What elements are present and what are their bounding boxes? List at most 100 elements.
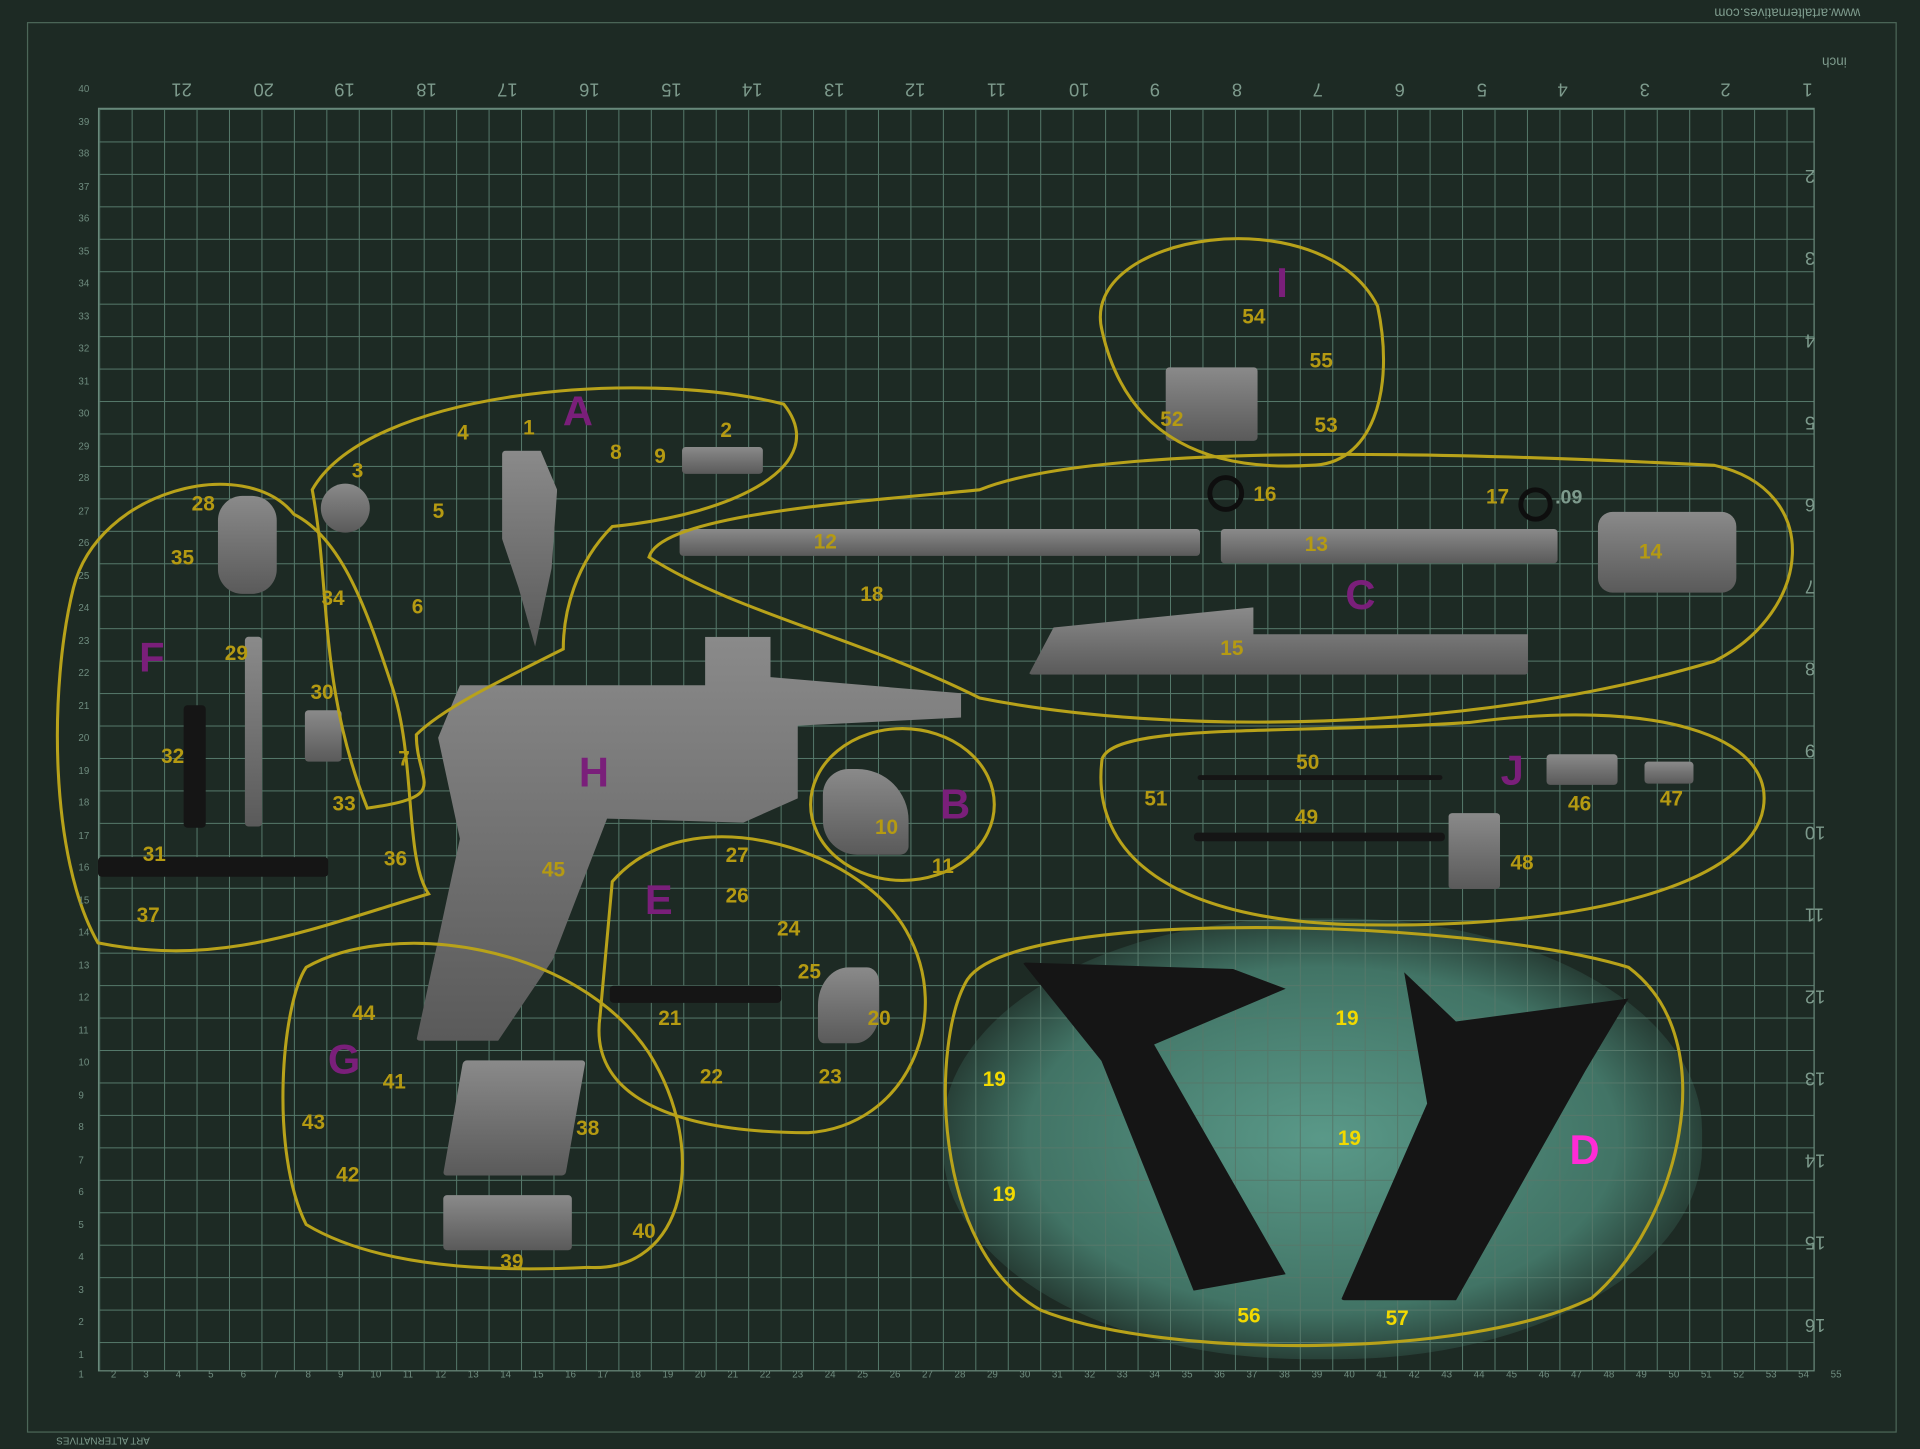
part-label-54: 54 bbox=[1242, 304, 1266, 329]
ruler-bottom-cm-17: 17 bbox=[597, 1368, 609, 1381]
outline-a bbox=[310, 386, 799, 810]
ruler-right-inch-5: 5 bbox=[1804, 411, 1816, 433]
outline-j bbox=[1099, 713, 1766, 927]
ruler-right-inch-11: 11 bbox=[1804, 903, 1824, 925]
ruler-top-inch-8: 8 bbox=[1231, 78, 1242, 100]
ruler-bottom-cm-19: 19 bbox=[662, 1368, 674, 1381]
ruler-top-inch-14: 14 bbox=[742, 78, 763, 100]
ruler-bottom-cm-42: 42 bbox=[1408, 1368, 1420, 1381]
ruler-left-cm-18: 18 bbox=[78, 797, 90, 809]
ruler-bottom-cm-44: 44 bbox=[1473, 1368, 1485, 1381]
cutting-mat bbox=[26, 22, 1897, 1433]
group-letter-j: J bbox=[1500, 747, 1524, 795]
ruler-left-cm-38: 38 bbox=[78, 148, 90, 160]
ruler-bottom-cm-46: 46 bbox=[1538, 1368, 1550, 1381]
part-label-47: 47 bbox=[1659, 787, 1684, 811]
part-label-9: 9 bbox=[654, 444, 666, 468]
ruler-left-cm-33: 33 bbox=[78, 310, 90, 322]
ruler-bottom-cm-41: 41 bbox=[1376, 1368, 1388, 1381]
ruler-bottom-cm-40: 40 bbox=[1343, 1368, 1355, 1381]
ruler-left-cm-39: 39 bbox=[78, 115, 90, 127]
part-label-33: 33 bbox=[332, 792, 356, 816]
ruler-bottom-cm-7: 7 bbox=[273, 1368, 279, 1381]
ruler-bottom-cm-16: 16 bbox=[565, 1368, 577, 1381]
ruler-left-cm-21: 21 bbox=[78, 699, 90, 711]
ruler-bottom-cm-39: 39 bbox=[1311, 1368, 1323, 1381]
ruler-bottom-cm-32: 32 bbox=[1084, 1368, 1096, 1381]
ruler-bottom-cm-35: 35 bbox=[1181, 1368, 1193, 1381]
ruler-bottom-cm-50: 50 bbox=[1668, 1368, 1680, 1381]
ruler-bottom-cm-11: 11 bbox=[402, 1368, 414, 1381]
ruler-right-inch-15: 15 bbox=[1804, 1231, 1826, 1253]
part-label-27: 27 bbox=[725, 843, 749, 867]
ruler-left-cm-14: 14 bbox=[78, 926, 90, 938]
ruler-left-cm-31: 31 bbox=[78, 375, 90, 387]
part-label-26: 26 bbox=[725, 884, 749, 908]
ruler-top-inch-21: 21 bbox=[171, 78, 192, 100]
part-14 bbox=[1597, 511, 1737, 593]
ruler-top-inch-18: 18 bbox=[416, 78, 437, 100]
part-label-42: 42 bbox=[336, 1163, 360, 1187]
ruler-left-cm-26: 26 bbox=[78, 537, 90, 549]
ruler-bottom-cm-52: 52 bbox=[1733, 1368, 1745, 1381]
part-label-17: 17 bbox=[1485, 484, 1510, 509]
ruler-bottom-cm-55: 55 bbox=[1830, 1368, 1842, 1381]
part-label-18: 18 bbox=[860, 582, 884, 607]
ruler-bottom-cm-45: 45 bbox=[1506, 1368, 1518, 1381]
ruler-right-inch-12: 12 bbox=[1804, 985, 1826, 1007]
part-label-2: 2 bbox=[720, 418, 732, 443]
part-39 bbox=[443, 1195, 572, 1251]
part-label-21: 21 bbox=[658, 1006, 682, 1030]
outline-g bbox=[281, 941, 684, 1271]
ruler-top-inch-6: 6 bbox=[1394, 78, 1405, 100]
part-label-16: 16 bbox=[1253, 482, 1277, 506]
ruler-left-cm-36: 36 bbox=[78, 213, 90, 225]
ruler-bottom-cm-12: 12 bbox=[435, 1368, 447, 1381]
ruler-left-cm-7: 7 bbox=[78, 1154, 84, 1166]
part-21 bbox=[609, 985, 782, 1003]
ruler-bottom-cm-15: 15 bbox=[532, 1368, 544, 1381]
ruler-left-cm-10: 10 bbox=[78, 1056, 90, 1068]
part-label-56: 56 bbox=[1237, 1304, 1261, 1328]
part-label-19: 19 bbox=[1335, 1006, 1359, 1030]
group-letter-b: B bbox=[940, 781, 971, 829]
outline-f bbox=[55, 482, 431, 953]
part-3 bbox=[320, 483, 370, 533]
part-label-14: 14 bbox=[1639, 540, 1663, 564]
ruler-bottom-cm-47: 47 bbox=[1571, 1368, 1582, 1381]
ruler-bottom-cm-13: 13 bbox=[467, 1368, 479, 1381]
ruler-top-inch-13: 13 bbox=[823, 78, 845, 100]
ruler-bottom-cm-2: 2 bbox=[110, 1368, 117, 1381]
ruler-bottom-cm-4: 4 bbox=[175, 1368, 182, 1381]
group-letter-g: G bbox=[327, 1036, 361, 1084]
ruler-right-inch-10: 10 bbox=[1804, 821, 1826, 843]
ruler-bottom-cm-24: 24 bbox=[824, 1368, 836, 1381]
ruler-bottom-cm-30: 30 bbox=[1019, 1368, 1031, 1381]
ruler-bottom-cm-22: 22 bbox=[759, 1368, 771, 1381]
part-label-46: 46 bbox=[1568, 792, 1592, 816]
ruler-bottom-cm-9: 9 bbox=[337, 1368, 344, 1381]
ruler-bottom-cm-31: 31 bbox=[1051, 1368, 1063, 1381]
part-label-22: 22 bbox=[699, 1065, 724, 1089]
part-label-19: 19 bbox=[992, 1182, 1016, 1207]
ruler-bottom-cm-25: 25 bbox=[857, 1368, 869, 1381]
ruler-left-cm-32: 32 bbox=[78, 342, 90, 354]
ruler-left-cm-27: 27 bbox=[78, 505, 90, 517]
part-label-40: 40 bbox=[632, 1219, 656, 1243]
ruler-bottom-cm-14: 14 bbox=[500, 1368, 512, 1381]
ruler-bottom-cm-18: 18 bbox=[630, 1368, 641, 1381]
ruler-top-inch-11: 11 bbox=[986, 78, 1007, 100]
part-label-4: 4 bbox=[457, 421, 469, 445]
part-label-51: 51 bbox=[1144, 787, 1168, 811]
ruler-top-inch-4: 4 bbox=[1557, 78, 1569, 100]
ruler-left-cm-2: 2 bbox=[78, 1316, 84, 1328]
ruler-left-cm-24: 24 bbox=[78, 602, 90, 614]
part-label-52: 52 bbox=[1160, 407, 1184, 432]
ruler-left-cm-30: 30 bbox=[78, 407, 90, 419]
ruler-left-cm-1: 1 bbox=[78, 1348, 84, 1360]
ruler-right-inch-4: 4 bbox=[1804, 329, 1816, 351]
group-letter-a: A bbox=[562, 388, 594, 436]
ruler-left-cm-29: 29 bbox=[78, 440, 90, 452]
